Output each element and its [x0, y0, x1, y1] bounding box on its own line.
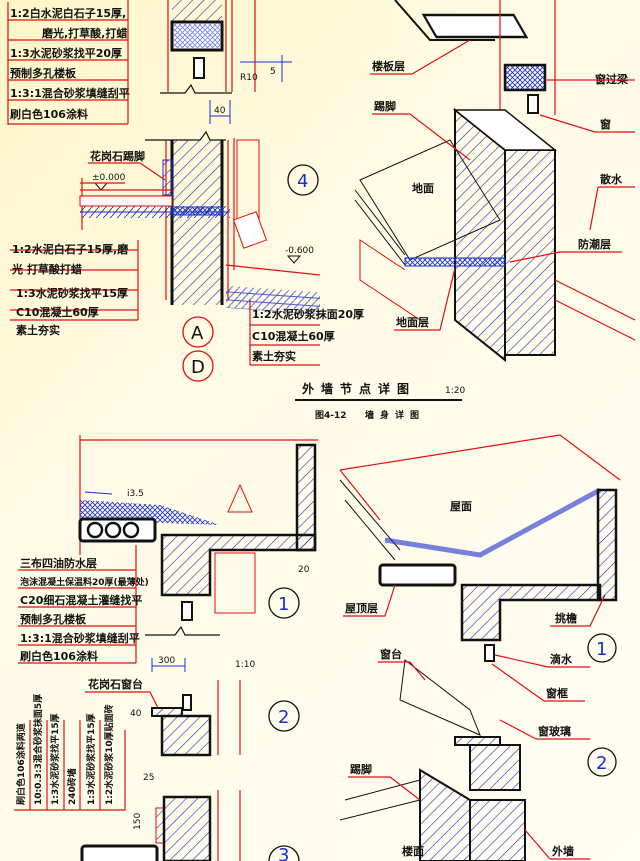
label-skirting: 踢脚 — [374, 99, 396, 113]
drawing-scale: 1:20 — [445, 386, 465, 396]
label: 素土夯实 — [16, 323, 60, 337]
label: C20细石混凝土灌缝找平 — [20, 593, 142, 607]
label-floor: 楼面 — [402, 844, 424, 858]
elevation-negative: -0.600 — [285, 246, 314, 256]
dim-40: 40 — [130, 709, 142, 719]
label: 光 打草酸打蜡 — [11, 262, 82, 276]
label: 预制多孔楼板 — [20, 612, 87, 626]
bottom-right-isometric: 屋面 屋顶层 挑檐 滴水 窗台 窗框 窗玻璃 踢脚 楼面 外墙 1 2 — [339, 434, 621, 861]
dim-150: 150 — [133, 813, 143, 830]
label: 泡沫混凝土保温料20厚(最薄处) — [20, 576, 149, 588]
axis-d: D — [191, 357, 205, 378]
label: 三布四油防水层 — [20, 556, 97, 570]
detail-marker-3: 3 — [278, 845, 289, 861]
label-window: 窗 — [600, 117, 611, 131]
wall-labels: 刷白色106涂料两道 10:0.3:3混合砂浆抹面5厚 1:3水泥砂浆找平15厚… — [14, 694, 126, 811]
top-left-detail: 1:2白水泥白石子15厚, 磨光,打草酸,打蜡 1:3水泥砂浆找平20厚 预制多… — [7, 0, 364, 382]
slope-1-10: 1:10 — [235, 660, 255, 670]
dim-r10: R10 — [240, 73, 258, 83]
caption: 外墙节点详图 1:20 图4-12 墙身详图 — [295, 381, 465, 421]
label-roof-layer: 屋顶层 — [345, 602, 378, 615]
label: 1:3:1混合砂浆填缝刮平 — [20, 631, 140, 645]
label: 刷白色106涂料两道 — [15, 723, 27, 805]
label: 磨光,打草酸,打蜡 — [41, 26, 127, 40]
label-exterior-wall: 外墙 — [551, 844, 574, 858]
label-frame: 窗框 — [546, 686, 568, 700]
label-sill: 窗台 — [380, 647, 402, 661]
dim-25: 25 — [143, 773, 154, 783]
drawing-title: 外墙节点详图 — [302, 381, 416, 396]
label-skirting: 踢脚 — [350, 762, 372, 776]
axis-a: A — [191, 323, 204, 344]
label-dpc: 防潮层 — [578, 237, 611, 251]
dim-300: 300 — [158, 656, 175, 666]
label: 1:2水泥白石子15厚,磨 — [12, 242, 129, 256]
detail-marker-4: 4 — [297, 171, 308, 192]
dim-5: 5 — [270, 67, 276, 77]
label: 预制多孔楼板 — [10, 66, 77, 80]
figure-subtitle: 墙身详图 — [365, 409, 425, 421]
label-floor-slab: 楼板层 — [372, 59, 405, 73]
label: 1:3水泥砂浆找平15厚 — [85, 713, 97, 805]
label-lintel: 窗过梁 — [595, 72, 629, 86]
dim-20: 20 — [298, 565, 310, 575]
elevation-zero: ±0.000 — [92, 173, 126, 183]
label: 1:3水泥砂浆找平15厚 — [49, 713, 61, 805]
floor-labels: 1:2水泥白石子15厚,磨 光 打草酸打蜡 1:3水泥砂浆找平15厚 C10混凝… — [10, 240, 139, 337]
detail-marker-1: 1 — [278, 594, 289, 615]
label: 刷白色106涂料 — [20, 649, 98, 663]
detail-marker-1: 1 — [596, 639, 607, 660]
slope-label: i3.5 — [127, 489, 144, 499]
roof-labels: 三布四油防水层 泡沫混凝土保温料20厚(最薄处) C20细石混凝土灌缝找平 预制… — [18, 545, 149, 664]
label: 1:3水泥砂浆找平20厚 — [10, 46, 122, 60]
bottom-left-detail: i3.5 20 1 三布四油防水层 泡沫混凝土保温料20厚(最薄处) C20细石… — [14, 435, 318, 861]
label: 1:2白水泥白石子15厚, — [10, 6, 126, 20]
label: 1:3:1混合砂浆填缝刮平 — [10, 86, 130, 100]
label: C10混凝土60厚 — [252, 329, 335, 343]
label-apron: 散水 — [600, 172, 623, 186]
apron-labels: 1:2水泥砂浆抹面20厚 C10混凝土60厚 素土夯实 — [249, 300, 364, 366]
detail-marker-2: 2 — [278, 707, 289, 728]
top-right-isometric: 楼板层 窗过梁 窗 踢脚 地面 散水 防潮层 地面层 — [354, 0, 636, 363]
label: 1:2水泥砂浆抹面20厚 — [252, 307, 364, 321]
skirting-label: 花岗石踢脚 — [90, 149, 145, 163]
label-ground-layer: 地面层 — [396, 315, 429, 329]
sill-label: 花岗石窗台 — [88, 677, 143, 691]
label-eave: 挑檐 — [555, 611, 577, 625]
detail-marker-2: 2 — [596, 753, 607, 774]
dim-40: 40 — [214, 106, 226, 116]
label-roof: 屋面 — [450, 500, 472, 513]
label: 1:2水泥砂浆10厚贴面砖 — [103, 704, 115, 805]
label: 刷白色106涂料 — [10, 107, 88, 121]
label-ground: 地面 — [412, 181, 434, 195]
label: 10:0.3:3混合砂浆抹面5厚 — [32, 694, 44, 805]
label: 1:3水泥砂浆找平15厚 — [16, 286, 128, 300]
label-glass: 窗玻璃 — [538, 724, 571, 738]
figure-number: 图4-12 — [315, 410, 347, 421]
label: 素土夯实 — [252, 349, 296, 363]
label-drip: 滴水 — [550, 652, 573, 666]
upper-floor-labels: 1:2白水泥白石子15厚, 磨光,打草酸,打蜡 1:3水泥砂浆找平20厚 预制多… — [7, 0, 130, 125]
label: C10混凝土60厚 — [16, 305, 99, 319]
label: 240砖墙 — [66, 768, 78, 805]
